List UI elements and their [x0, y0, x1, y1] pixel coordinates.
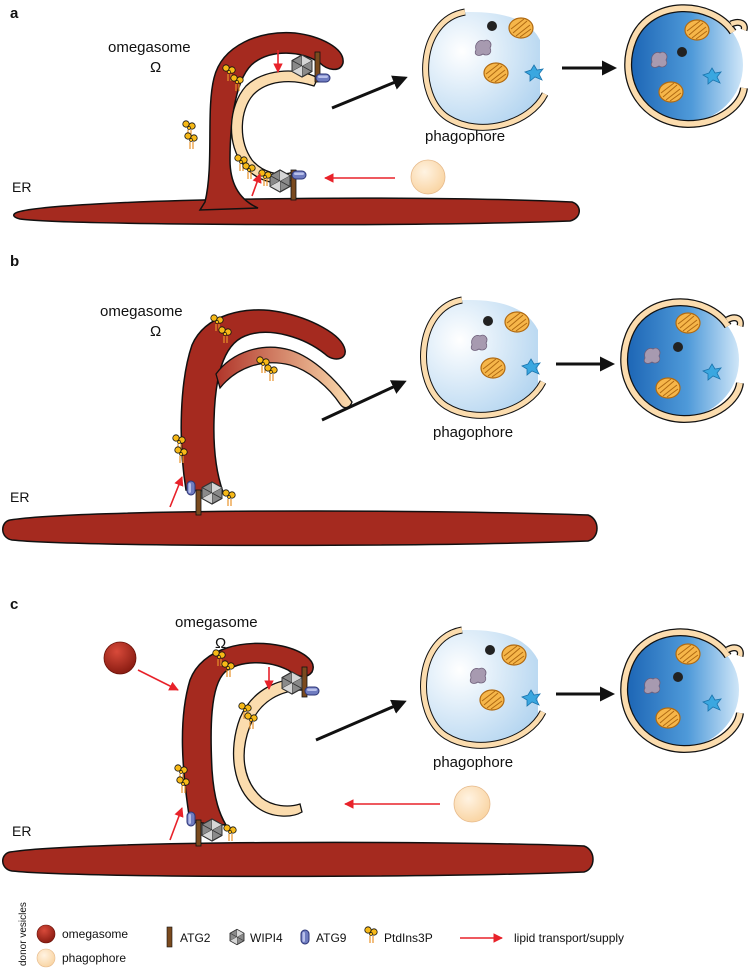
er-membrane [2, 510, 598, 547]
omegasome-label: omegasome [100, 303, 183, 320]
er-label: ER [12, 179, 31, 195]
panel-b-label: b [10, 253, 19, 270]
phagophore-label: phagophore [425, 128, 505, 145]
phagophore-open [420, 296, 547, 419]
er-label: ER [10, 489, 29, 505]
omegasome-shape [180, 309, 346, 493]
omega-symbol: Ω [215, 635, 226, 652]
atg2-icon [314, 51, 321, 83]
panel-a-label: a [10, 5, 19, 22]
atg2-icon [195, 489, 202, 516]
omegasome-label: omegasome [175, 614, 258, 631]
atg2-icon [195, 819, 202, 847]
wipi4-icon [201, 818, 223, 842]
ptdins3p-icon [184, 132, 198, 150]
legend-donor-vesicles-label: donor vesicles [18, 902, 29, 966]
legend-atg2-label: ATG2 [180, 931, 211, 945]
phagophore-membrane [232, 678, 307, 817]
progression-arrow [321, 380, 407, 422]
panel-c: c ER omegasome Ω [2, 596, 744, 878]
er-membrane [13, 197, 580, 226]
legend-wipi4-icon [229, 928, 245, 946]
wipi4-icon [291, 54, 313, 78]
legend-atg2-icon [166, 926, 173, 948]
wipi4-icon [269, 169, 291, 193]
panel-b: b ER omegasome Ω phagop [2, 253, 744, 547]
wipi4-icon [201, 481, 223, 505]
phagophore-open [422, 8, 549, 131]
lipid-transport-arrow [169, 807, 184, 841]
ptdins3p-icon [222, 489, 236, 507]
ptdins3p-icon [242, 162, 256, 180]
omegasome-label: omegasome [108, 39, 191, 56]
atg9-icon [186, 480, 196, 496]
legend-ptdins3p-icon [364, 926, 378, 944]
er-membrane [2, 841, 594, 878]
legend: donor vesicles omegasome phagophore ATG2… [18, 902, 624, 968]
er-label: ER [12, 823, 31, 839]
atg9-icon [304, 686, 320, 696]
legend-omegasome-swatch [36, 924, 56, 944]
donor-vesicle-phagophore [453, 785, 491, 823]
atg2-icon [290, 169, 297, 201]
phagophore-label: phagophore [433, 424, 513, 441]
atg9-icon [315, 73, 331, 83]
lipid-transport-arrow [169, 476, 184, 508]
atg9-icon [186, 811, 196, 827]
panel-a: a ER omegasome Ω [10, 4, 748, 226]
progression-arrow [331, 75, 408, 110]
legend-phagophore-swatch [36, 948, 56, 968]
legend-lipid-transport-label: lipid transport/supply [514, 931, 624, 945]
progression-arrow [315, 699, 407, 742]
legend-phagophore-label: phagophore [62, 951, 126, 965]
omega-symbol: Ω [150, 59, 161, 76]
legend-atg9-label: ATG9 [316, 931, 347, 945]
atg9-icon [291, 170, 307, 180]
wipi4-icon [281, 671, 303, 695]
lipid-transport-arrow [137, 669, 179, 691]
autophagosome [620, 298, 744, 424]
panel-c-label: c [10, 596, 18, 613]
legend-ptdins3p-label: PtdIns3P [384, 931, 433, 945]
lipid-transport-arrow [251, 173, 262, 197]
phagophore-open [420, 626, 547, 749]
omega-symbol: Ω [150, 323, 161, 340]
ptdins3p-icon [223, 824, 237, 842]
legend-omegasome-label: omegasome [62, 927, 128, 941]
donor-vesicle-phagophore [410, 159, 446, 195]
autophagosome [620, 628, 744, 754]
ptdins3p-icon [264, 364, 278, 382]
legend-atg9-icon [300, 929, 310, 945]
legend-wipi4-label: WIPI4 [250, 931, 283, 945]
phagophore-label: phagophore [433, 754, 513, 771]
donor-vesicle-omegasome [103, 641, 137, 675]
autophagosome [624, 4, 748, 129]
